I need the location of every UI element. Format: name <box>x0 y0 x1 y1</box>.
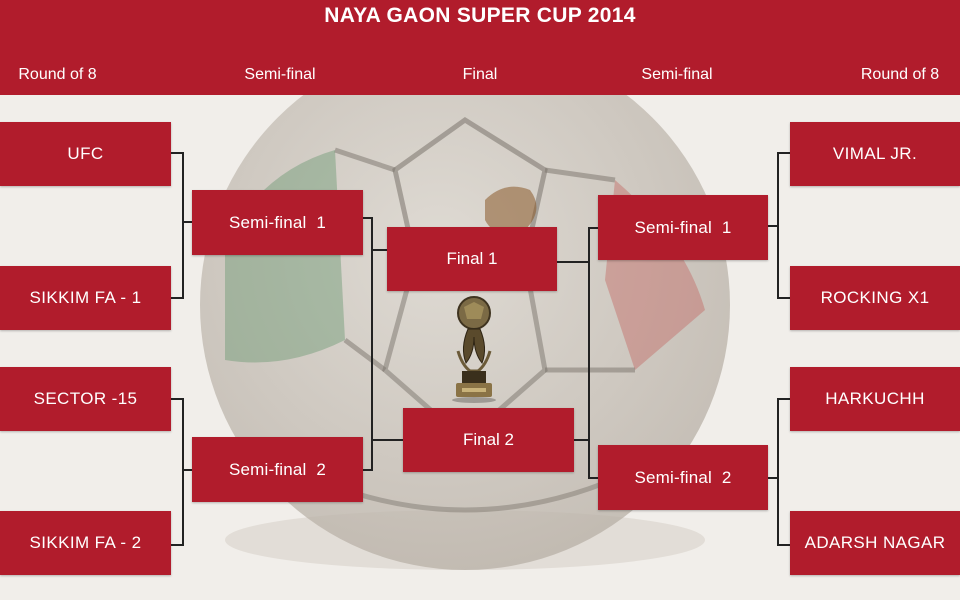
team-name: SIKKIM FA - 1 <box>29 288 142 307</box>
team-box-left-4[interactable]: SIKKIM FA - 2 <box>0 511 171 575</box>
semifinal-label: Semi-final 2 <box>634 467 732 487</box>
team-name: SECTOR -15 <box>33 389 138 408</box>
column-label-round-of-8-right: Round of 8 <box>860 66 940 83</box>
team-name: VIMAL JR. <box>832 144 918 163</box>
column-label-final: Final <box>462 66 498 83</box>
page-title: NAYA GAON SUPER CUP 2014 <box>324 4 636 27</box>
final-box-2[interactable]: Final 2 <box>403 408 574 472</box>
team-box-right-4[interactable]: ADARSH NAGAR <box>790 511 960 575</box>
trophy-icon <box>452 296 496 403</box>
team-box-left-1[interactable]: UFC <box>0 122 171 186</box>
final-box-1[interactable]: Final 1 <box>387 227 557 291</box>
semifinal-label: Semi-final 1 <box>228 212 327 232</box>
team-box-right-2[interactable]: ROCKING X1 <box>790 266 960 330</box>
column-label-semifinal-left: Semi-final <box>244 66 316 83</box>
team-box-left-2[interactable]: SIKKIM FA - 1 <box>0 266 171 330</box>
team-box-left-3[interactable]: SECTOR -15 <box>0 367 171 431</box>
semifinal-label: Semi-final 2 <box>228 459 327 479</box>
final-label: Final 1 <box>446 249 498 268</box>
team-name: ADARSH NAGAR <box>804 533 946 552</box>
team-name: HARKUCHH <box>825 389 925 408</box>
team-name: UFC <box>67 144 104 163</box>
team-box-right-3[interactable]: HARKUCHH <box>790 367 960 431</box>
semifinal-box-left-2[interactable]: Semi-final 2 <box>192 437 363 502</box>
semifinal-box-right-1[interactable]: Semi-final 1 <box>598 195 768 260</box>
header-bar: NAYA GAON SUPER CUP 2014 Round of 8 Semi… <box>0 0 960 95</box>
team-box-right-1[interactable]: VIMAL JR. <box>790 122 960 186</box>
column-label-round-of-8-left: Round of 8 <box>18 66 97 83</box>
semifinal-box-right-2[interactable]: Semi-final 2 <box>598 445 768 510</box>
semifinal-box-left-1[interactable]: Semi-final 1 <box>192 190 363 255</box>
semifinal-label: Semi-final 1 <box>634 217 732 237</box>
team-name: ROCKING X1 <box>820 288 930 307</box>
column-label-semifinal-right: Semi-final <box>641 66 713 83</box>
team-name: SIKKIM FA - 2 <box>29 533 142 552</box>
final-label: Final 2 <box>462 430 515 449</box>
